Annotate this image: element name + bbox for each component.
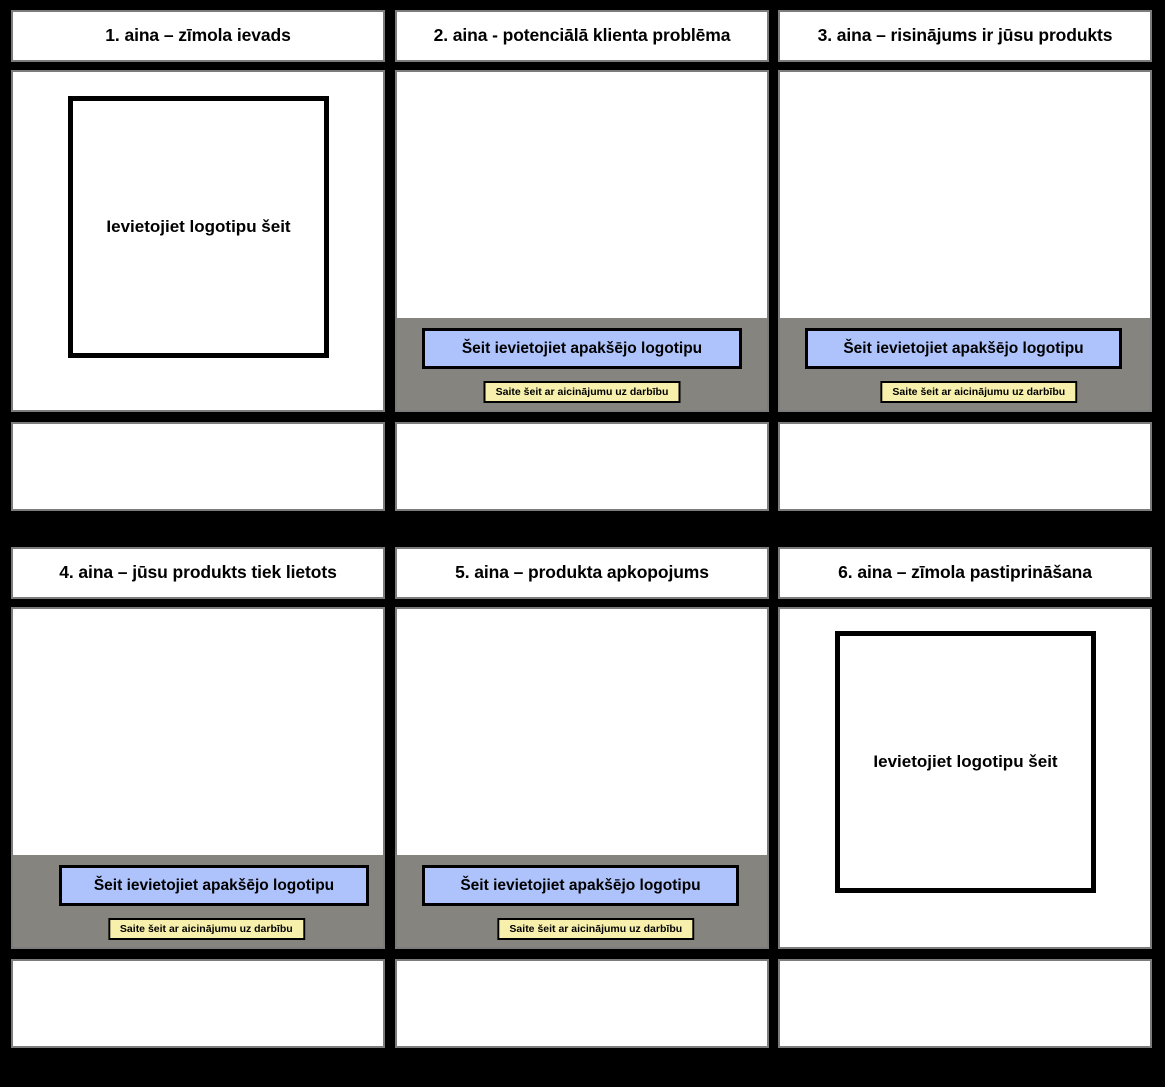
panel-title-box-6[interactable]: 6. aina – zīmola pastiprināšana xyxy=(778,547,1152,599)
footer-logo-label-5: Šeit ievietojiet apakšējo logotipu xyxy=(460,876,701,894)
storyboard-row-2: 4. aina – jūsu produkts tiek lietots Šei… xyxy=(0,537,1165,1065)
panel-title-box-3[interactable]: 3. aina – risinājums ir jūsu produkts xyxy=(778,10,1152,62)
footer-cta-button-2[interactable]: Saite šeit ar aicinājumu uz darbību xyxy=(483,381,681,403)
scene-footer-bar-2: Šeit ievietojiet apakšējo logotipu Saite… xyxy=(397,318,767,410)
footer-logo-placeholder-2[interactable]: Šeit ievietojiet apakšējo logotipu xyxy=(422,328,742,369)
footer-logo-placeholder-5[interactable]: Šeit ievietojiet apakšējo logotipu xyxy=(422,865,739,906)
storyboard-row-1: 1. aina – zīmola ievads Ievietojiet logo… xyxy=(0,0,1165,528)
footer-logo-placeholder-4[interactable]: Šeit ievietojiet apakšējo logotipu xyxy=(59,865,369,906)
panel-title-4: 4. aina – jūsu produkts tiek lietots xyxy=(59,562,337,583)
footer-cta-button-4[interactable]: Saite šeit ar aicinājumu uz darbību xyxy=(107,918,305,940)
panel-caption-4 xyxy=(13,961,383,973)
panel-scene-4[interactable]: Šeit ievietojiet apakšējo logotipu Saite… xyxy=(11,607,385,949)
panel-scene-1[interactable]: Ievietojiet logotipu šeit xyxy=(11,70,385,412)
scene-footer-bar-5: Šeit ievietojiet apakšējo logotipu Saite… xyxy=(397,855,767,947)
panel-title-box-1[interactable]: 1. aina – zīmola ievads xyxy=(11,10,385,62)
footer-cta-button-5[interactable]: Saite šeit ar aicinājumu uz darbību xyxy=(497,918,695,940)
footer-logo-label-2: Šeit ievietojiet apakšējo logotipu xyxy=(461,339,703,357)
logo-placeholder-box-1[interactable]: Ievietojiet logotipu šeit xyxy=(68,96,329,358)
panel-title-1: 1. aina – zīmola ievads xyxy=(105,25,291,46)
logo-placeholder-box-6[interactable]: Ievietojiet logotipu šeit xyxy=(835,631,1096,893)
footer-cta-label-4: Saite šeit ar aicinājumu uz darbību xyxy=(119,923,293,935)
panel-caption-box-5[interactable] xyxy=(395,959,769,1048)
footer-logo-label-4: Šeit ievietojiet apakšējo logotipu xyxy=(93,876,335,894)
scene-footer-bar-4: Šeit ievietojiet apakšējo logotipu Saite… xyxy=(13,855,383,947)
panel-caption-1 xyxy=(13,424,383,436)
panel-caption-box-6[interactable] xyxy=(778,959,1152,1048)
footer-cta-label-2: Saite šeit ar aicinājumu uz darbību xyxy=(495,386,669,398)
panel-scene-3[interactable]: Šeit ievietojiet apakšējo logotipu Saite… xyxy=(778,70,1152,412)
storyboard-panel-4[interactable]: 4. aina – jūsu produkts tiek lietots Šei… xyxy=(11,537,385,1065)
panel-caption-6 xyxy=(780,961,1150,973)
storyboard-panel-2[interactable]: 2. aina - potenciālā klienta problēma Še… xyxy=(395,0,769,528)
panel-title-box-5[interactable]: 5. aina – produkta apkopojums xyxy=(395,547,769,599)
footer-cta-button-3[interactable]: Saite šeit ar aicinājumu uz darbību xyxy=(880,381,1078,403)
logo-placeholder-label-1: Ievietojiet logotipu šeit xyxy=(106,217,291,236)
storyboard-panel-5[interactable]: 5. aina – produkta apkopojums Šeit ievie… xyxy=(395,537,769,1065)
panel-title-box-4[interactable]: 4. aina – jūsu produkts tiek lietots xyxy=(11,547,385,599)
storyboard-panel-6[interactable]: 6. aina – zīmola pastiprināšana Ievietoj… xyxy=(778,537,1152,1065)
footer-logo-placeholder-3[interactable]: Šeit ievietojiet apakšējo logotipu xyxy=(805,328,1122,369)
panel-caption-box-3[interactable] xyxy=(778,422,1152,511)
storyboard-panel-1[interactable]: 1. aina – zīmola ievads Ievietojiet logo… xyxy=(11,0,385,528)
panel-title-box-2[interactable]: 2. aina - potenciālā klienta problēma xyxy=(395,10,769,62)
panel-title-2: 2. aina - potenciālā klienta problēma xyxy=(433,25,731,46)
panel-caption-box-4[interactable] xyxy=(11,959,385,1048)
panel-scene-5[interactable]: Šeit ievietojiet apakšējo logotipu Saite… xyxy=(395,607,769,949)
footer-cta-label-3: Saite šeit ar aicinājumu uz darbību xyxy=(892,386,1066,398)
panel-scene-2[interactable]: Šeit ievietojiet apakšējo logotipu Saite… xyxy=(395,70,769,412)
panel-caption-5 xyxy=(397,961,767,973)
panel-caption-box-2[interactable] xyxy=(395,422,769,511)
scene-footer-bar-3: Šeit ievietojiet apakšējo logotipu Saite… xyxy=(780,318,1150,410)
panel-scene-6[interactable]: Ievietojiet logotipu šeit xyxy=(778,607,1152,949)
panel-caption-box-1[interactable] xyxy=(11,422,385,511)
panel-title-6: 6. aina – zīmola pastiprināšana xyxy=(838,562,1092,583)
footer-cta-label-5: Saite šeit ar aicinājumu uz darbību xyxy=(509,923,683,935)
panel-title-5: 5. aina – produkta apkopojums xyxy=(455,562,709,583)
storyboard-panel-3[interactable]: 3. aina – risinājums ir jūsu produkts Še… xyxy=(778,0,1152,528)
footer-logo-label-3: Šeit ievietojiet apakšējo logotipu xyxy=(843,339,1084,357)
panel-caption-2 xyxy=(397,424,767,436)
logo-placeholder-label-6: Ievietojiet logotipu šeit xyxy=(873,752,1058,771)
panel-caption-3 xyxy=(780,424,1150,436)
panel-title-3: 3. aina – risinājums ir jūsu produkts xyxy=(817,25,1113,46)
